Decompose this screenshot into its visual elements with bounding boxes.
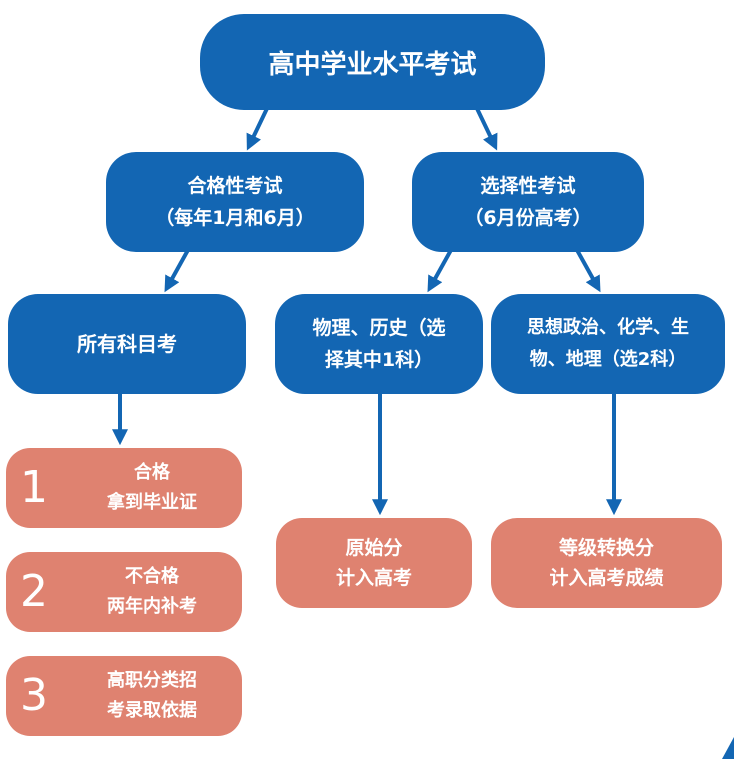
outcome-1-number: 1	[20, 462, 48, 513]
other-subjects-line2: 物、地理（选2科）	[529, 349, 687, 370]
raw-score-node: 原始分 计入高考	[276, 518, 472, 608]
corner-decoration	[722, 737, 734, 759]
qualifying-exam-node: 合格性考试 （每年1月和6月）	[106, 152, 364, 252]
all-subjects-node: 所有科目考	[8, 294, 246, 394]
physics-history-line2: 择其中1科）	[324, 349, 434, 371]
outcome-2-line1: 不合格	[125, 566, 179, 587]
outcome-1-line2: 拿到毕业证	[107, 492, 197, 513]
raw-score-line2: 计入高考	[335, 567, 412, 589]
graded-score-line2: 计入高考成绩	[549, 567, 664, 589]
arrow-selective-to-other	[575, 249, 601, 293]
outcome-1-pass: 1 合格 拿到毕业证	[6, 448, 242, 528]
outcome-2-number: 2	[20, 566, 48, 617]
graded-score-node: 等级转换分 计入高考成绩	[491, 518, 722, 608]
outcome-2-fail: 2 不合格 两年内补考	[6, 552, 242, 632]
other-subjects-node: 思想政治、化学、生 物、地理（选2科）	[491, 294, 725, 394]
root-label: 高中学业水平考试	[268, 49, 477, 80]
raw-score-line1: 原始分	[345, 537, 403, 559]
arrow-selective-to-physics	[427, 249, 453, 293]
selective-exam-title: 选择性考试	[480, 175, 576, 197]
graded-score-line1: 等级转换分	[558, 537, 654, 559]
selective-exam-node: 选择性考试 （6月份高考）	[412, 152, 644, 252]
qualifying-exam-title: 合格性考试	[187, 175, 283, 197]
all-subjects-label: 所有科目考	[77, 332, 177, 356]
other-subjects-line1: 思想政治、化学、生	[527, 317, 689, 338]
outcome-3-line2: 考录取依据	[107, 700, 197, 721]
qualifying-exam-schedule: （每年1月和6月）	[155, 207, 315, 229]
outcome-3-line1: 高职分类招	[107, 670, 197, 691]
selective-exam-schedule: （6月份高考）	[464, 207, 592, 229]
outcome-1-line1: 合格	[134, 462, 170, 483]
outcome-3-vocational: 3 高职分类招 考录取依据	[6, 656, 242, 736]
arrow-qualifying-to-all	[164, 249, 190, 293]
physics-history-node: 物理、历史（选 择其中1科）	[275, 294, 483, 394]
outcome-2-line2: 两年内补考	[107, 596, 197, 617]
outcome-3-number: 3	[20, 670, 48, 721]
physics-history-line1: 物理、历史（选	[312, 317, 446, 339]
root-node-academic-proficiency-exam: 高中学业水平考试	[200, 14, 545, 110]
